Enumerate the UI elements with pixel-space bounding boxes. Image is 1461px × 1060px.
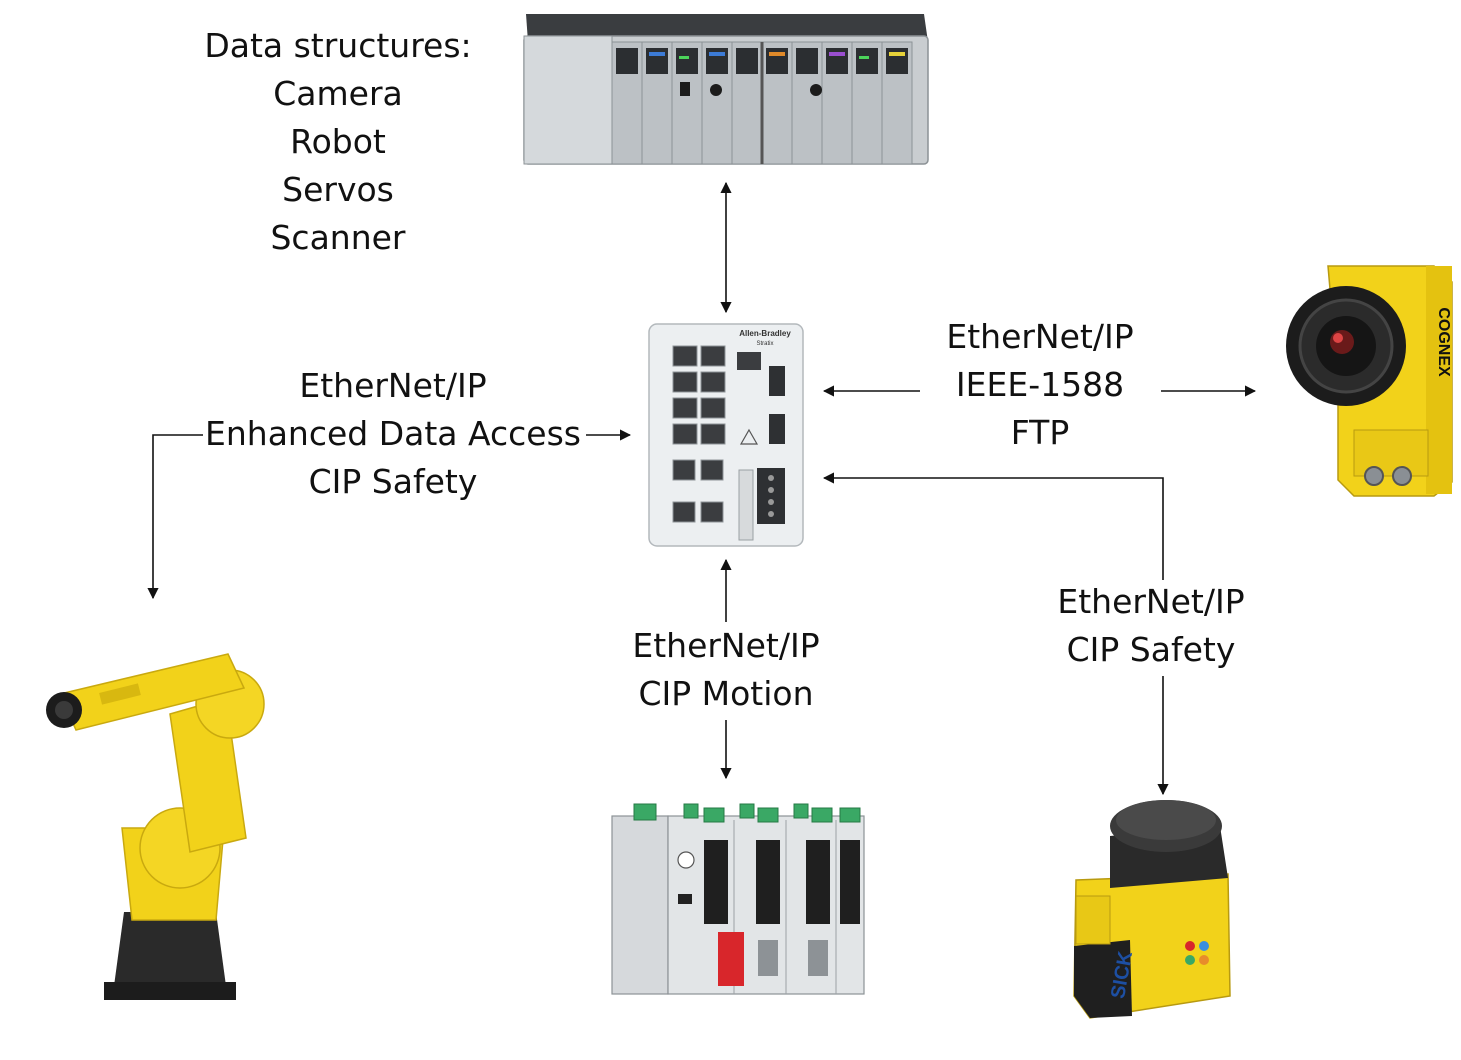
scanner-link-label: EtherNet/IP CIP Safety (1057, 582, 1245, 669)
safety-scanner-image: SICK (1073, 800, 1231, 1019)
servo-drives-image (611, 803, 865, 995)
switch-brand-text: Allen-Bradley (739, 329, 791, 338)
robot-arm-image (46, 653, 265, 1000)
arrow-scanner-to-switch (822, 472, 1164, 580)
camera-brand-text: COGNEX (1435, 307, 1452, 377)
plc-controller-image (523, 14, 929, 165)
camera-link-label: EtherNet/IP IEEE-1588 FTP (946, 317, 1134, 452)
data-structures-label: Data structures: Camera Robot Servos Sca… (204, 26, 472, 257)
drive-link-label: EtherNet/IP CIP Motion (632, 626, 820, 713)
cognex-camera-image: COGNEX (1286, 265, 1453, 497)
ethernet-switch-image: Allen-Bradley Stratix (648, 323, 804, 547)
arrow-robot-link (147, 434, 203, 600)
robot-link-label: EtherNet/IP Enhanced Data Access CIP Saf… (205, 366, 581, 501)
switch-model-text: Stratix (756, 341, 773, 347)
